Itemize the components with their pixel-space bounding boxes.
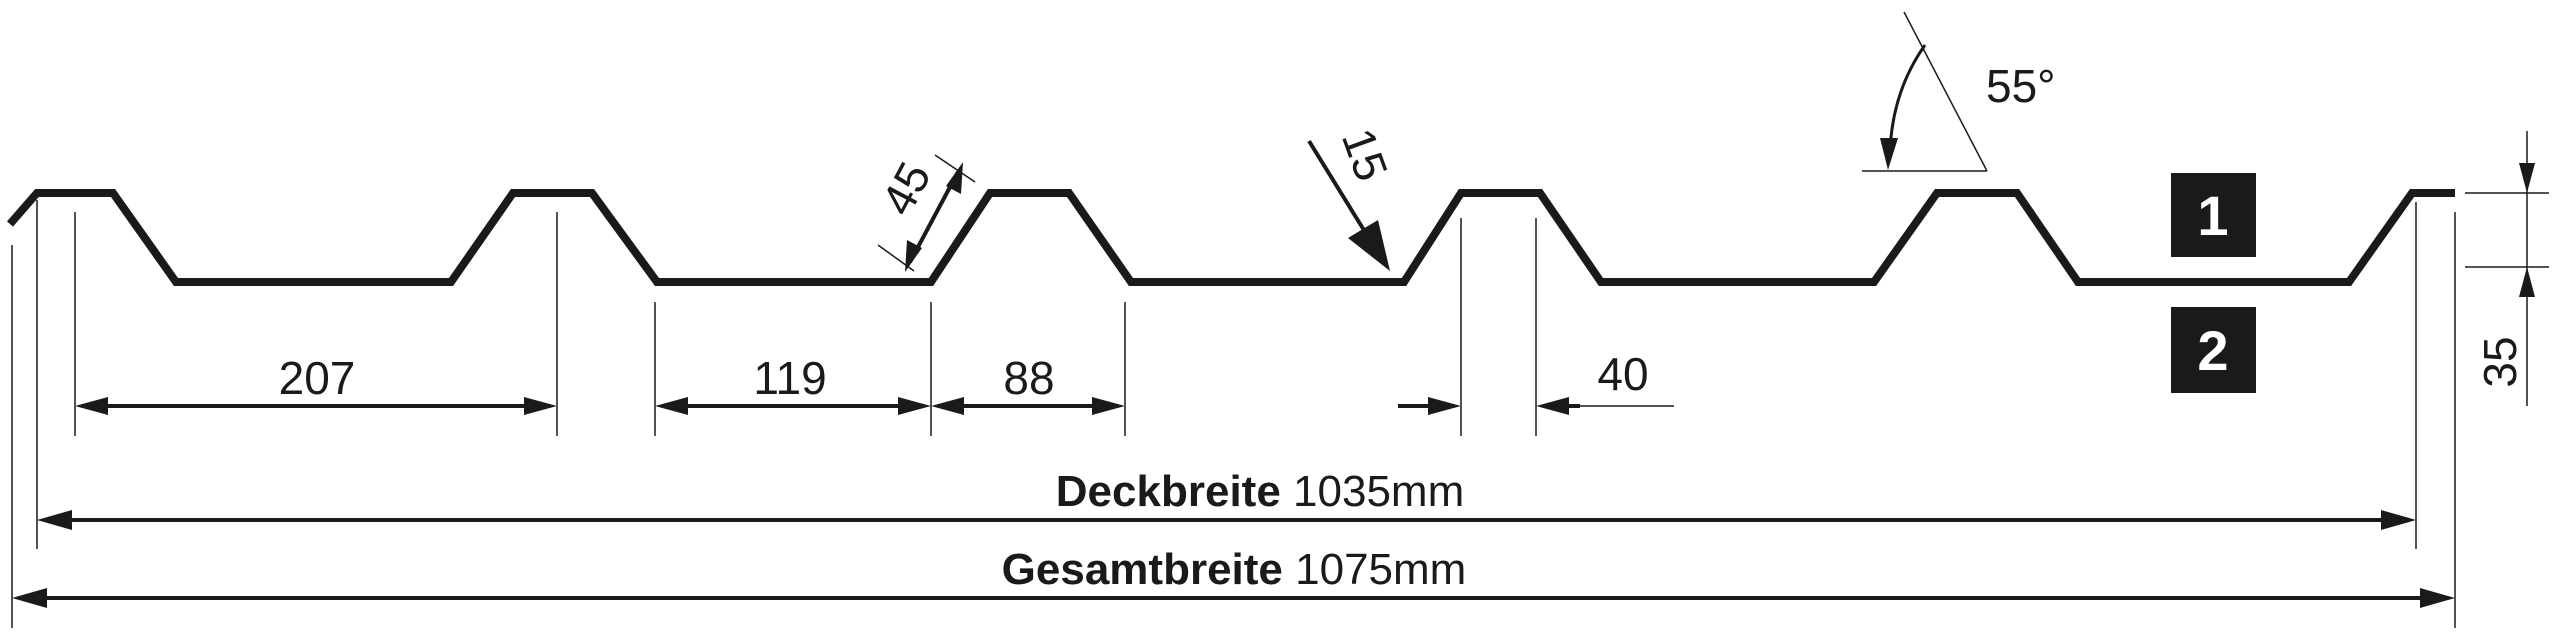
dim-15-label: 15	[1332, 122, 1398, 188]
cover-width-title: Deckbreite	[1056, 467, 1281, 516]
dim-88-label: 88	[1003, 352, 1054, 404]
dim-40-label: 40	[1597, 348, 1648, 400]
dim-119-label: 119	[753, 352, 826, 404]
total-width-value: 1075mm	[1295, 545, 1466, 594]
total-width-label: Gesamtbreite 1075mm	[1002, 545, 1467, 594]
side-marker-2: 2	[2171, 307, 2256, 393]
dim-207-label: 207	[279, 352, 356, 404]
side-marker-2-label: 2	[2197, 319, 2228, 382]
cover-width-label: Deckbreite 1035mm	[1056, 467, 1464, 516]
cover-width-value: 1035mm	[1293, 467, 1464, 516]
total-width-title: Gesamtbreite	[1002, 545, 1283, 594]
angle-55-label: 55°	[1986, 60, 2056, 112]
extension-lines	[11, 192, 2549, 628]
sheet-profile-line	[6, 189, 2455, 286]
side-marker-1: 1	[2171, 173, 2256, 257]
dim-35-label: 35	[2474, 336, 2526, 387]
dim-45-label: 45	[871, 154, 941, 224]
dimension-arrows	[12, 11, 2535, 608]
side-marker-1-label: 1	[2197, 184, 2228, 247]
